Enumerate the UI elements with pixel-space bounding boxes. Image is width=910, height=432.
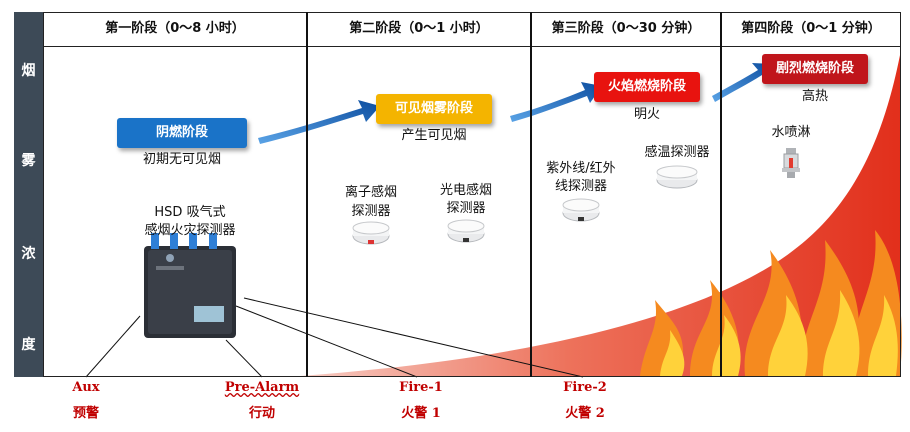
flame-cores-icon bbox=[660, 290, 898, 376]
stage-3-badge: 火焰燃烧阶段 bbox=[594, 72, 700, 102]
stage-1-badge: 阴燃阶段 bbox=[117, 118, 247, 148]
diagram-frame bbox=[43, 12, 901, 377]
smoke-concentration-axis: 烟 雾 浓 度 bbox=[14, 12, 43, 377]
stage-divider bbox=[530, 12, 532, 377]
ion-detector-label-1: 离子感烟 bbox=[344, 185, 397, 200]
heat-detector-icon bbox=[656, 165, 698, 189]
alarm-prealarm-cn: 行动 bbox=[248, 406, 275, 421]
ion-detector-label-2: 探测器 bbox=[351, 204, 391, 219]
stage-divider bbox=[306, 12, 308, 377]
stage-divider bbox=[720, 12, 722, 377]
photo-detector-label-1: 光电感烟 bbox=[439, 183, 492, 198]
axis-char: 浓 bbox=[21, 246, 36, 262]
alarm-fire2-cn: 火警 2 bbox=[565, 406, 605, 421]
photo-detector-label-2: 探测器 bbox=[446, 201, 486, 216]
stage-3-note: 明火 bbox=[633, 107, 660, 122]
alarm-prealarm-en: Pre-Alarm bbox=[224, 380, 300, 395]
heat-detector-label: 感温探测器 bbox=[644, 145, 710, 160]
stage-2-header: 第二阶段（0～1 小时） bbox=[349, 21, 489, 36]
hsd-device-icon bbox=[144, 233, 236, 338]
photo-detector-icon bbox=[447, 219, 485, 243]
sprinkler-icon bbox=[782, 148, 800, 178]
uvir-detector-label-1: 紫外线/红外 bbox=[546, 161, 616, 176]
arrow-icon bbox=[510, 82, 602, 122]
axis-char: 雾 bbox=[21, 153, 36, 169]
arrow-icon bbox=[258, 100, 380, 144]
stage-2-note: 产生可见烟 bbox=[401, 128, 467, 143]
alarm-fire2-en: Fire-2 bbox=[563, 380, 607, 395]
header-divider bbox=[43, 46, 901, 47]
stage-2-badge: 可见烟雾阶段 bbox=[376, 94, 492, 124]
axis-char: 度 bbox=[21, 337, 36, 353]
stage-1-header: 第一阶段（0～8 小时） bbox=[105, 21, 245, 36]
alarm-fire1-en: Fire-1 bbox=[399, 380, 443, 395]
device-label-line2: 感烟火灾探测器 bbox=[144, 223, 236, 238]
stage-1-note: 初期无可见烟 bbox=[142, 152, 221, 167]
alarm-aux-en: Aux bbox=[72, 380, 100, 395]
ion-detector-icon bbox=[352, 221, 390, 245]
stage-4-header: 第四阶段（0～1 分钟） bbox=[741, 21, 881, 36]
alarm-fire1-cn: 火警 1 bbox=[401, 406, 441, 421]
device-label-line1: HSD 吸气式 bbox=[154, 205, 226, 220]
sprinkler-label: 水喷淋 bbox=[771, 125, 811, 140]
alarm-wires bbox=[85, 297, 584, 378]
uvir-detector-label-2: 线探测器 bbox=[554, 179, 607, 194]
stage-3-header: 第三阶段（0～30 分钟） bbox=[551, 21, 701, 36]
axis-char: 烟 bbox=[21, 63, 36, 79]
stage-4-badge: 剧烈燃烧阶段 bbox=[762, 54, 868, 84]
uvir-detector-icon bbox=[562, 198, 600, 222]
alarm-aux-cn: 预警 bbox=[72, 406, 99, 421]
smoke-curve bbox=[300, 50, 901, 376]
stage-4-note: 高热 bbox=[801, 89, 828, 104]
arrow-icon bbox=[712, 63, 773, 102]
